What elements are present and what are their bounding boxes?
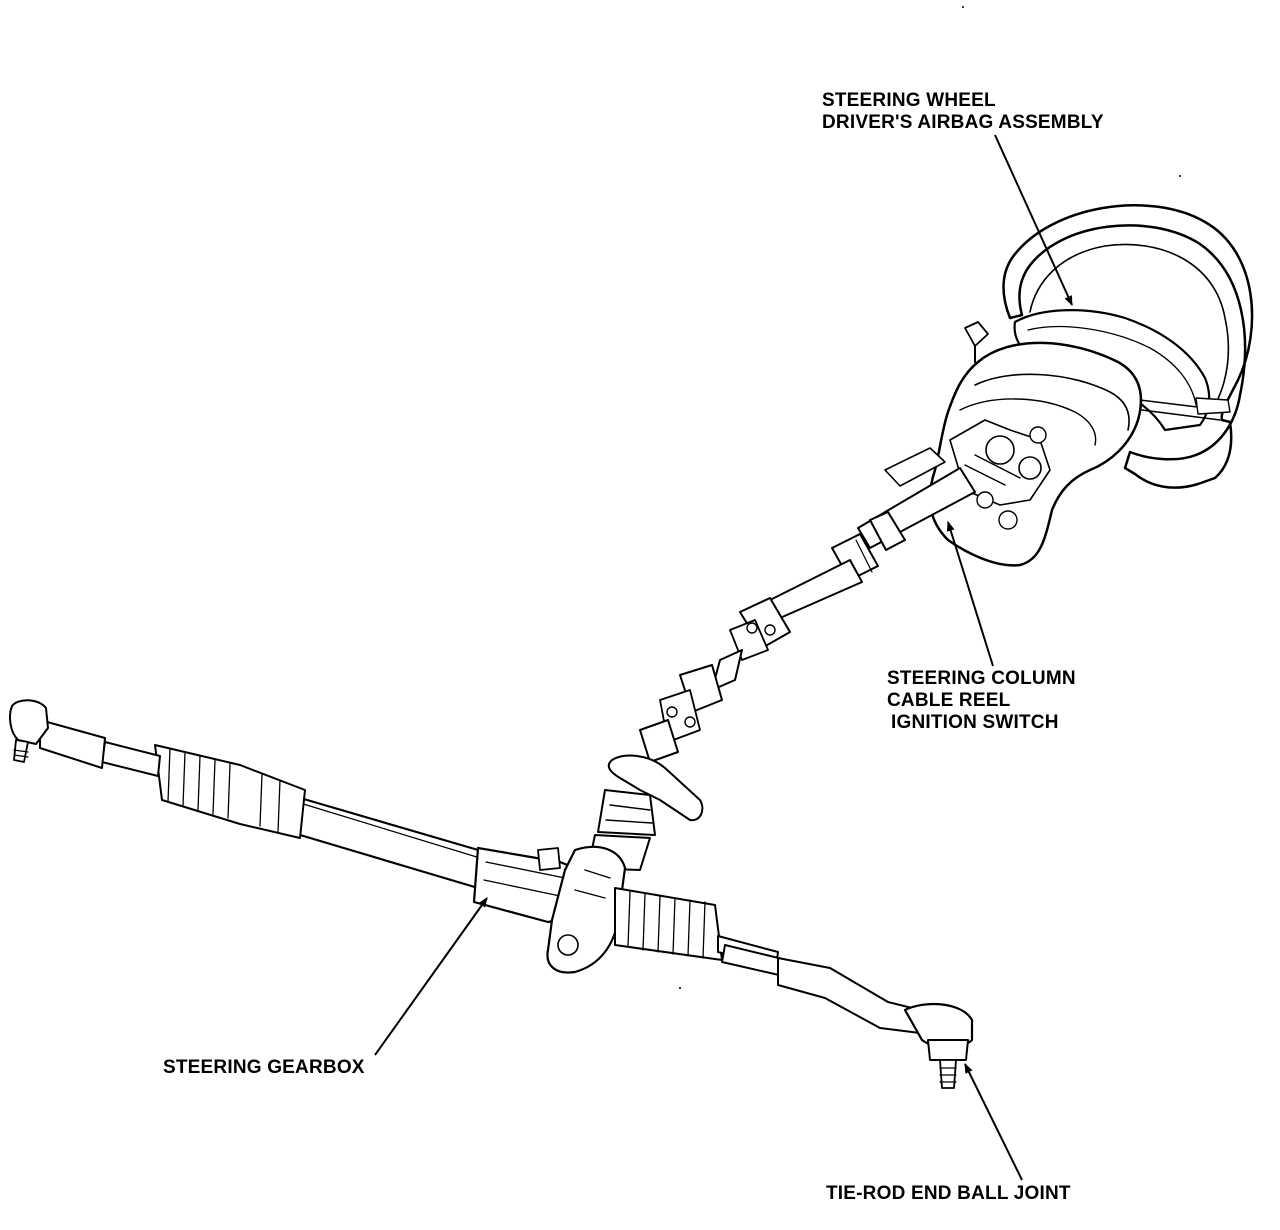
leader-steering-column <box>946 521 994 667</box>
left-tie-rod <box>9 699 161 777</box>
leader-tie-rod <box>964 1063 1023 1181</box>
intermediate-shaft <box>639 597 791 763</box>
label-ignition-switch: IGNITION SWITCH <box>891 712 1059 733</box>
label-tie-rod-end-text: TIE-ROD END BALL JOINT <box>826 1183 1071 1204</box>
steering-gearbox <box>288 793 779 974</box>
steering-column-housing <box>884 321 1143 567</box>
scan-dot <box>679 987 681 989</box>
label-cable-reel: CABLE REEL <box>887 690 1011 711</box>
scan-dot <box>962 6 964 8</box>
leader-steering-wheel <box>994 134 1073 306</box>
label-steering-wheel-line2: DRIVER'S AIRBAG ASSEMBLY <box>822 112 1104 133</box>
label-steering-column-line1: STEERING COLUMN <box>887 668 1076 689</box>
label-steering-gearbox: STEERING GEARBOX <box>163 1057 365 1079</box>
scan-dot <box>1179 175 1181 177</box>
steering-column-shaft <box>769 467 976 619</box>
leader-steering-gearbox <box>374 897 488 1056</box>
label-steering-column: STEERING COLUMN CABLE REEL IGNITION SWIT… <box>887 668 1076 734</box>
label-steering-wheel-line1: STEERING WHEEL <box>822 90 996 111</box>
label-tie-rod-end: TIE-ROD END BALL JOINT <box>826 1183 1071 1205</box>
leader-lines <box>374 134 1073 1181</box>
label-steering-wheel: STEERING WHEEL DRIVER'S AIRBAG ASSEMBLY <box>822 90 1104 134</box>
right-tie-rod <box>721 944 974 1089</box>
label-steering-gearbox-text: STEERING GEARBOX <box>163 1057 365 1078</box>
left-boot <box>154 744 306 839</box>
